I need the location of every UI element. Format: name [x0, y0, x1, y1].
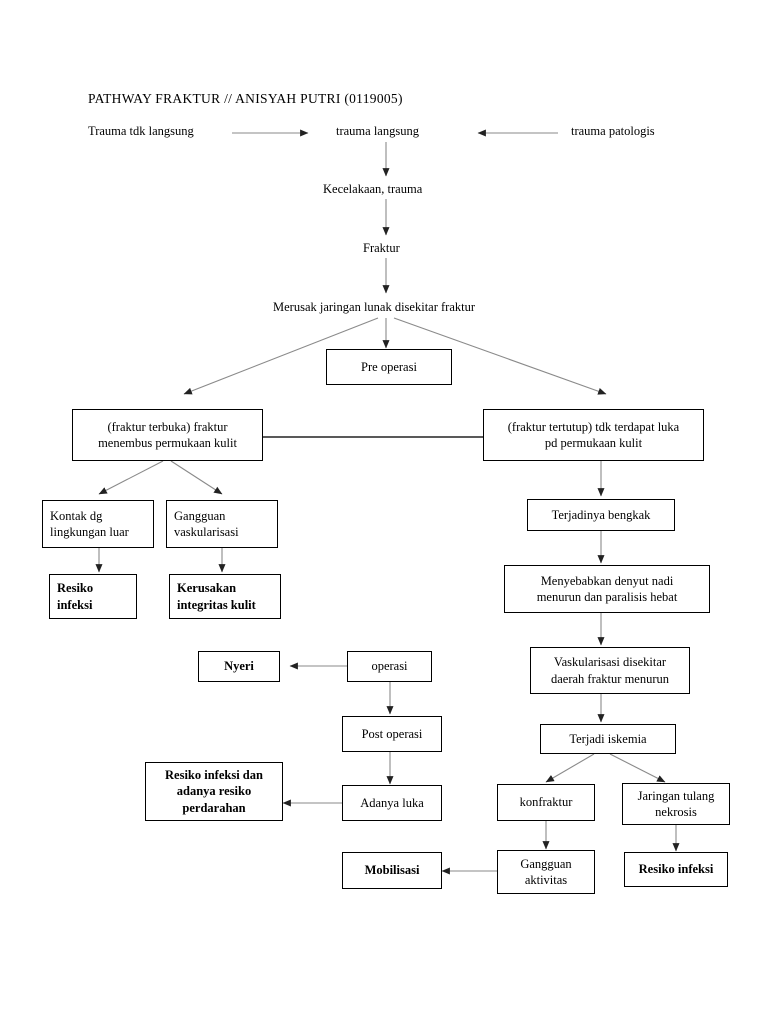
node-kecelakaan-trauma: Kecelakaan, trauma [323, 182, 423, 196]
node-jaringan-tulang-nekrosis-label: Jaringan tulang nekrosis [637, 788, 715, 820]
node-terjadi-iskemia: Terjadi iskemia [540, 724, 676, 754]
node-gangguan-aktivitas-label: Gangguan aktivitas [520, 856, 572, 888]
node-fraktur-terbuka-label: (fraktur terbuka) fraktur menembus permu… [98, 419, 237, 451]
node-gangguan-vaskularisasi: Gangguan vaskularisasi [166, 500, 278, 548]
node-konfraktur: konfraktur [497, 784, 595, 821]
node-terjadinya-bengkak: Terjadinya bengkak [527, 499, 675, 531]
node-vaskularisasi-disekitar-label: Vaskularisasi disekitar daerah fraktur m… [551, 655, 669, 686]
node-operasi: operasi [347, 651, 432, 682]
node-gangguan-vaskularisasi-label: Gangguan vaskularisasi [174, 508, 239, 540]
node-resiko-infeksi-nekrosis-label: Resiko infeksi [638, 862, 714, 877]
node-resiko-infeksi-terbuka-label: Resiko infeksi [57, 581, 94, 612]
node-kontak-lingkungan-label: Kontak dg lingkungan luar [50, 508, 129, 540]
node-adanya-luka: Adanya luka [342, 785, 442, 821]
node-kerusakan-integritas-kulit: Kerusakan integritas kulit [169, 574, 281, 619]
node-resiko-infeksi-perdarahan: Resiko infeksi dan adanya resiko perdara… [145, 762, 283, 821]
node-mobilisasi-label: Mobilisasi [364, 863, 420, 878]
node-trauma-langsung: trauma langsung [336, 124, 419, 138]
node-fraktur-terbuka: (fraktur terbuka) fraktur menembus permu… [72, 409, 263, 461]
node-resiko-infeksi-perdarahan-label: Resiko infeksi dan adanya resiko perdara… [165, 767, 263, 815]
node-trauma-tdk-langsung: Trauma tdk langsung [88, 124, 194, 138]
node-jaringan-tulang-nekrosis: Jaringan tulang nekrosis [622, 783, 730, 825]
edge-terbuka-to-vaskularisasi [170, 460, 223, 495]
node-konfraktur-label: konfraktur [519, 795, 573, 810]
node-kerusakan-integritas-kulit-label: Kerusakan integritas kulit [177, 581, 256, 612]
node-gangguan-aktivitas: Gangguan aktivitas [497, 850, 595, 894]
edge-iskemia-to-nekrosis [609, 753, 666, 783]
node-adanya-luka-label: Adanya luka [360, 795, 424, 810]
edge-terbuka-to-kontak [98, 460, 164, 495]
node-trauma-patologis: trauma patologis [571, 124, 655, 138]
node-pre-operasi: Pre operasi [326, 349, 452, 385]
node-menyebabkan-denyut-nadi-label: Menyebabkan denyut nadi menurun dan para… [536, 573, 678, 605]
node-nyeri-label: Nyeri [224, 659, 254, 674]
node-fraktur-tertutup: (fraktur tertutup) tdk terdapat luka pd … [483, 409, 704, 461]
node-post-operasi-label: Post operasi [361, 726, 423, 741]
node-mobilisasi: Mobilisasi [342, 852, 442, 889]
node-kontak-lingkungan: Kontak dg lingkungan luar [42, 500, 154, 548]
edge-iskemia-to-konfraktur [545, 753, 595, 783]
node-fraktur-tertutup-label: (fraktur tertutup) tdk terdapat luka pd … [507, 419, 680, 451]
node-merusak-jaringan: Merusak jaringan lunak disekitar fraktur [273, 300, 476, 314]
node-pre-operasi-label: Pre operasi [361, 359, 417, 374]
node-terjadinya-bengkak-label: Terjadinya bengkak [551, 507, 651, 522]
node-vaskularisasi-disekitar: Vaskularisasi disekitar daerah fraktur m… [530, 647, 690, 694]
node-nyeri: Nyeri [198, 651, 280, 682]
node-fraktur: Fraktur [363, 241, 400, 255]
page-title: PATHWAY FRAKTUR // ANISYAH PUTRI (011900… [88, 91, 403, 106]
node-operasi-label: operasi [371, 659, 408, 674]
node-resiko-infeksi-nekrosis: Resiko infeksi [624, 852, 728, 887]
node-resiko-infeksi-terbuka: Resiko infeksi [49, 574, 137, 619]
node-terjadi-iskemia-label: Terjadi iskemia [569, 731, 647, 746]
node-menyebabkan-denyut-nadi: Menyebabkan denyut nadi menurun dan para… [504, 565, 710, 613]
node-post-operasi: Post operasi [342, 716, 442, 752]
